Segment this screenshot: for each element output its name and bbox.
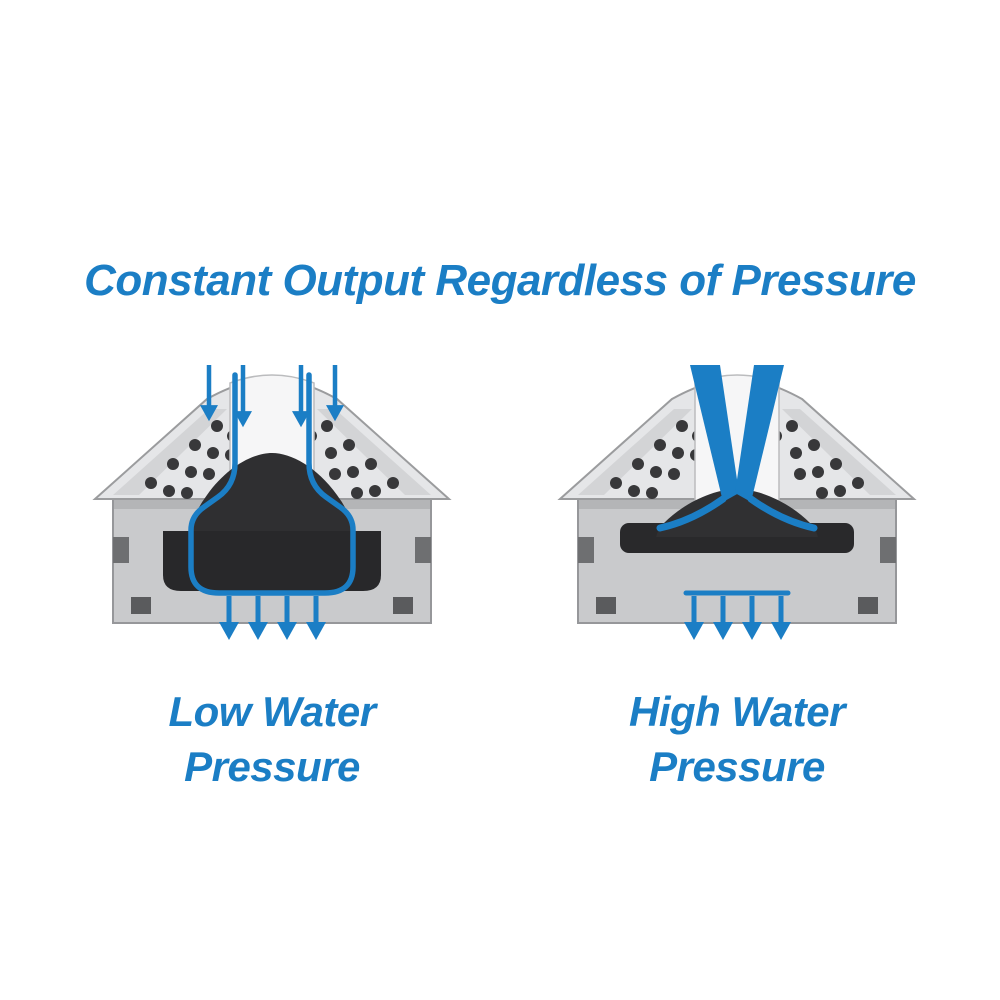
high-pressure-label: High Water Pressure — [552, 684, 922, 795]
outlet-flow-arrows — [219, 596, 327, 640]
low-pressure-label: Low Water Pressure — [87, 684, 457, 795]
flow-spread-left — [656, 495, 727, 532]
inlet-flow-arrows — [200, 365, 345, 428]
high-pressure-label-line1: High Water — [629, 688, 845, 735]
water-stream-icon — [735, 365, 784, 502]
low-pressure-illustration — [94, 365, 450, 640]
outlet-flow-arrows — [683, 590, 792, 640]
page-title: Constant Output Regardless of Pressure — [84, 256, 916, 305]
low-pressure-label-line2: Pressure — [184, 743, 360, 791]
low-pressure-figure — [87, 360, 457, 670]
diaphragm — [656, 489, 818, 537]
high-pressure-label-line2: Pressure — [649, 743, 825, 791]
flow-path-outline — [188, 372, 356, 596]
high-pressure-figure — [552, 360, 922, 670]
water-stream-icon — [690, 365, 739, 502]
diaphragm — [189, 453, 355, 531]
low-pressure-label-line1: Low Water — [168, 688, 376, 735]
inlet-flow-streams — [656, 365, 818, 532]
flow-spread-right — [747, 495, 818, 532]
flow-chamber — [163, 531, 381, 591]
high-pressure-illustration — [559, 365, 915, 640]
